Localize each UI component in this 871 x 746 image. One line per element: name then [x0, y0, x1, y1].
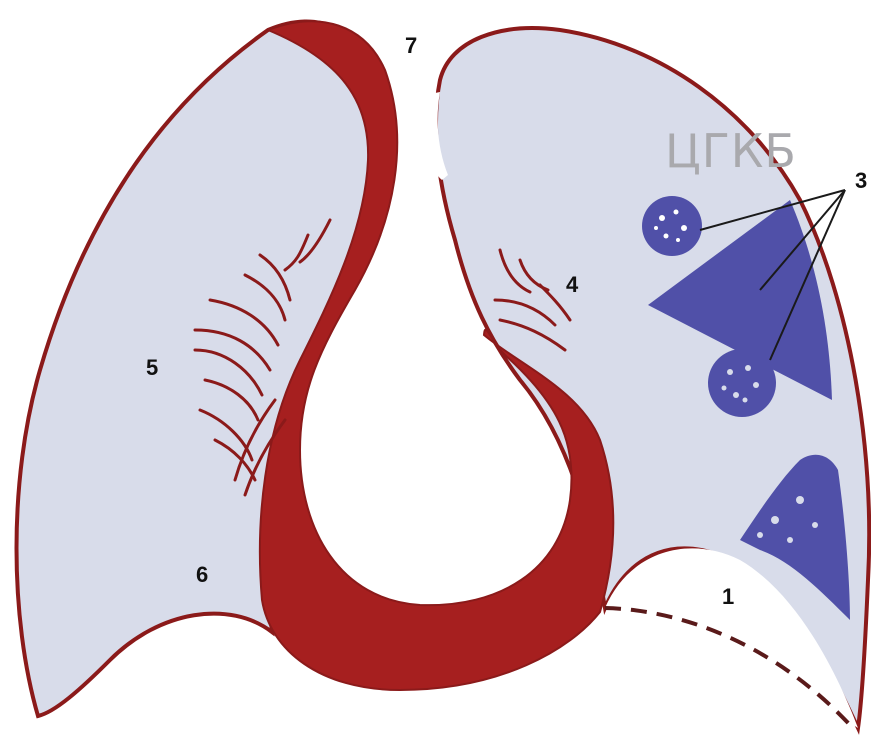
label-5: 5 [146, 357, 158, 379]
label-3: 3 [855, 170, 867, 192]
label-4: 4 [566, 274, 578, 296]
label-7: 7 [405, 35, 417, 57]
label-6: 6 [196, 564, 208, 586]
watermark-text: ЦГКБ [665, 128, 797, 174]
round-lesion [642, 196, 702, 256]
spiculated-lesion [708, 349, 776, 417]
label-1: 1 [722, 586, 734, 608]
